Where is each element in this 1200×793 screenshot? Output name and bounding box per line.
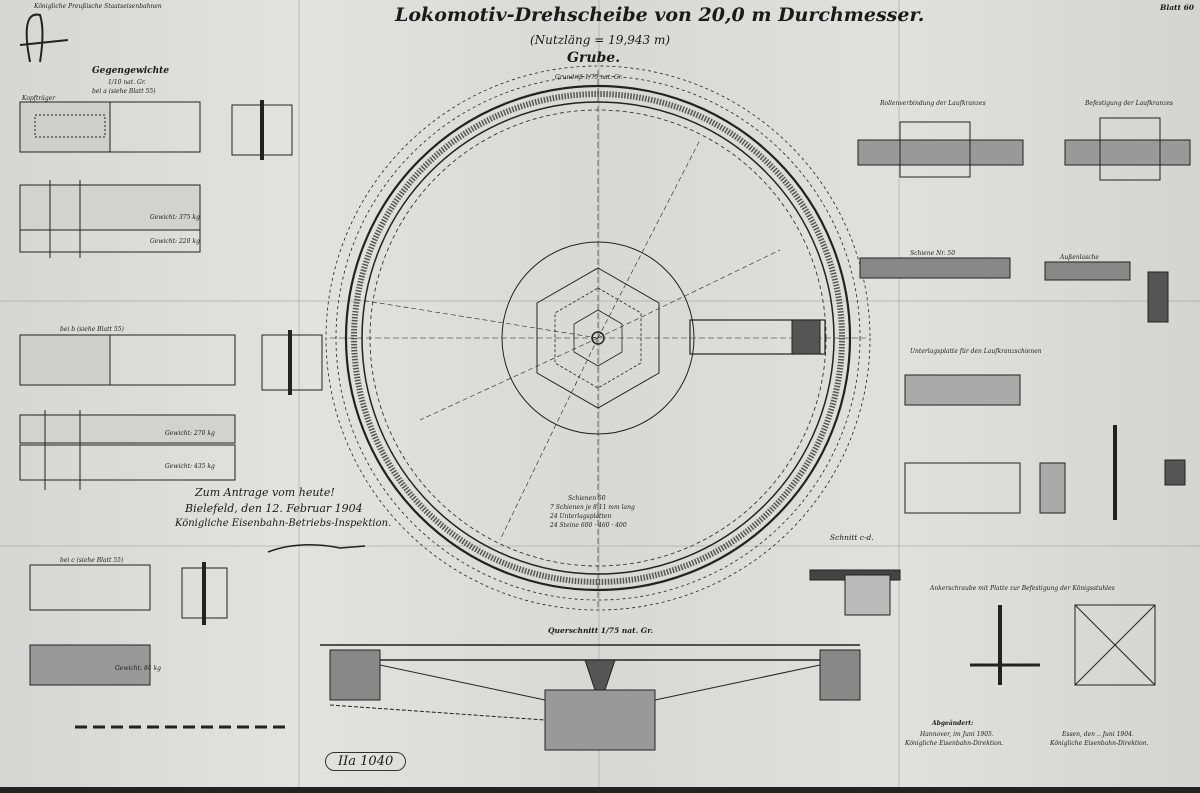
rail-note: Schienen 50 bbox=[568, 495, 606, 502]
group-b-label: bei b (siehe Blatt 55) bbox=[60, 326, 124, 333]
detail-label: Rollenverbindung der Laufkranzes bbox=[880, 100, 986, 107]
fold-line bbox=[298, 0, 300, 793]
weight-label: Gewicht: 220 kg bbox=[150, 238, 200, 245]
sheet-number: Blatt 60 bbox=[1160, 3, 1195, 12]
rail-note: 7 Schienen je 8,11 mm lang bbox=[550, 504, 635, 511]
cross-section-label: Querschnitt 1/75 nat. Gr. bbox=[548, 626, 654, 635]
cut-label: Schnitt c-d. bbox=[830, 533, 874, 542]
counterweights-heading: Gegengewichte bbox=[92, 66, 170, 76]
fold-line bbox=[898, 0, 900, 793]
rail-note: 24 Steine 600 · 460 · 400 bbox=[550, 522, 627, 529]
drawing-title: Lokomotiv-Drehscheibe von 20,0 m Durchme… bbox=[395, 4, 925, 26]
weight-label: Gewicht: 84 kg bbox=[115, 665, 161, 672]
drawing-subtitle: (Nutzläng = 19,943 m) bbox=[530, 33, 671, 47]
drawing-number: IIa 1040 bbox=[325, 752, 407, 771]
fold-line bbox=[0, 545, 1200, 547]
detail-label: Ankerschraube mit Platte zur Befestigung… bbox=[930, 585, 1115, 592]
detail-label: Außenlasche bbox=[1060, 254, 1099, 261]
amended-authority: Königliche Eisenbahn-Direktion. bbox=[905, 740, 1004, 747]
detail-label: Schiene Nr. 50 bbox=[910, 250, 956, 257]
signature bbox=[267, 544, 366, 553]
weight-label: Gewicht: 375 kg bbox=[150, 214, 200, 221]
rail-note: 24 Unterlagsplatten bbox=[550, 513, 612, 520]
original-place: Essen, den .. Juni 1904. bbox=[1062, 731, 1134, 738]
rail-fastening-details bbox=[857, 117, 1191, 686]
scan-edge bbox=[0, 787, 1200, 793]
amended-label: Abgeändert: bbox=[932, 720, 974, 727]
scale-label: 1/10 nat. Gr. bbox=[108, 79, 146, 86]
cross-section bbox=[320, 569, 901, 751]
fold-line bbox=[0, 300, 1200, 302]
weight-label: Gewicht: 270 kg bbox=[165, 430, 215, 437]
authority-label: Königliche Preußische Staatseisenbahnen bbox=[34, 3, 162, 10]
counterweight-details bbox=[19, 100, 323, 729]
original-authority: Königliche Eisenbahn-Direktion. bbox=[1050, 740, 1149, 747]
fold-line bbox=[598, 0, 600, 793]
head-beam-label: Kopfträger bbox=[22, 95, 56, 102]
plan-label: Grundriß 1/75 nat. Gr. bbox=[555, 74, 623, 81]
detail-label: Befestigung der Laufkranzes bbox=[1085, 100, 1174, 107]
handwritten-note: Zum Antrage vom heute! bbox=[195, 486, 335, 499]
handwritten-note: Königliche Eisenbahn-Betriebs-Inspektion… bbox=[175, 518, 392, 529]
handwritten-note: Bielefeld, den 12. Februar 1904 bbox=[185, 502, 363, 515]
drawing-section: Grube. bbox=[567, 50, 621, 66]
handwritten-mark bbox=[19, 13, 69, 63]
turntable-plan bbox=[325, 65, 871, 611]
weight-label: Gewicht: 435 kg bbox=[165, 463, 215, 470]
group-a-label: bei a (siehe Blatt 55) bbox=[92, 88, 156, 95]
amended-place: Hannover, im Juni 1905. bbox=[920, 731, 994, 738]
group-c-label: bei c (siehe Blatt 55) bbox=[60, 557, 124, 564]
detail-label: Unterlagsplatte für den Laufkranzschiene… bbox=[910, 348, 1042, 355]
